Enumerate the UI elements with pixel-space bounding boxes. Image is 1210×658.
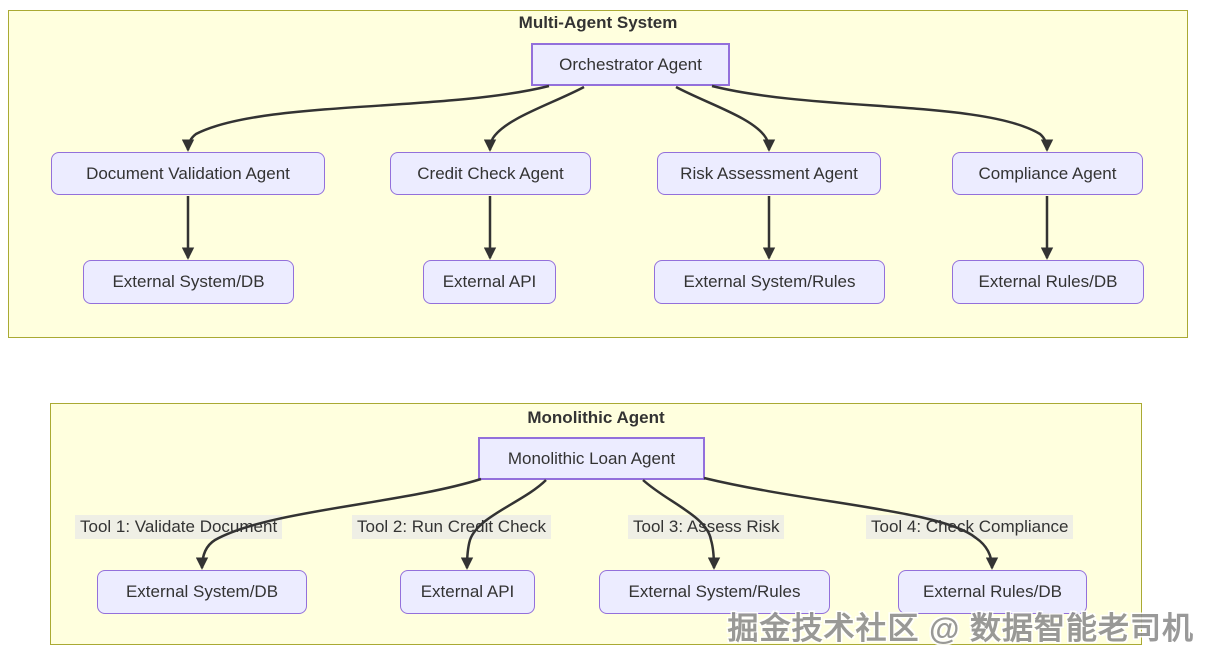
node-mono-external-api: External API bbox=[400, 570, 535, 614]
edge-label-tool-3-assess-risk: Tool 3: Assess Risk bbox=[628, 515, 785, 539]
monolithic-agent-title: Monolithic Agent bbox=[527, 408, 665, 427]
node-mono-external-system-db: External System/DB bbox=[97, 570, 307, 614]
node-external-rules-db: External Rules/DB bbox=[952, 260, 1144, 304]
node-external-system-rules: External System/Rules bbox=[654, 260, 885, 304]
multi-agent-system-title: Multi-Agent System bbox=[518, 13, 678, 32]
node-mono-external-rules-db: External Rules/DB bbox=[898, 570, 1087, 614]
node-external-system-db: External System/DB bbox=[83, 260, 294, 304]
node-credit-check-agent: Credit Check Agent bbox=[390, 152, 591, 195]
edge-label-tool-2-run-credit-check: Tool 2: Run Credit Check bbox=[352, 515, 551, 539]
edge-label-tool-1-validate-document: Tool 1: Validate Document bbox=[75, 515, 283, 539]
watermark-text: 掘金技术社区 @ 数据智能老司机 bbox=[727, 611, 1194, 646]
node-document-validation-agent: Document Validation Agent bbox=[51, 152, 325, 195]
node-risk-assessment-agent: Risk Assessment Agent bbox=[657, 152, 881, 195]
node-external-api: External API bbox=[423, 260, 556, 304]
node-orchestrator-agent: Orchestrator Agent bbox=[531, 43, 730, 86]
node-mono-external-system-rules: External System/Rules bbox=[599, 570, 830, 614]
node-monolithic-loan-agent: Monolithic Loan Agent bbox=[478, 437, 705, 480]
edge-label-tool-4-check-compliance: Tool 4: Check Compliance bbox=[866, 515, 1074, 539]
node-compliance-agent: Compliance Agent bbox=[952, 152, 1143, 195]
